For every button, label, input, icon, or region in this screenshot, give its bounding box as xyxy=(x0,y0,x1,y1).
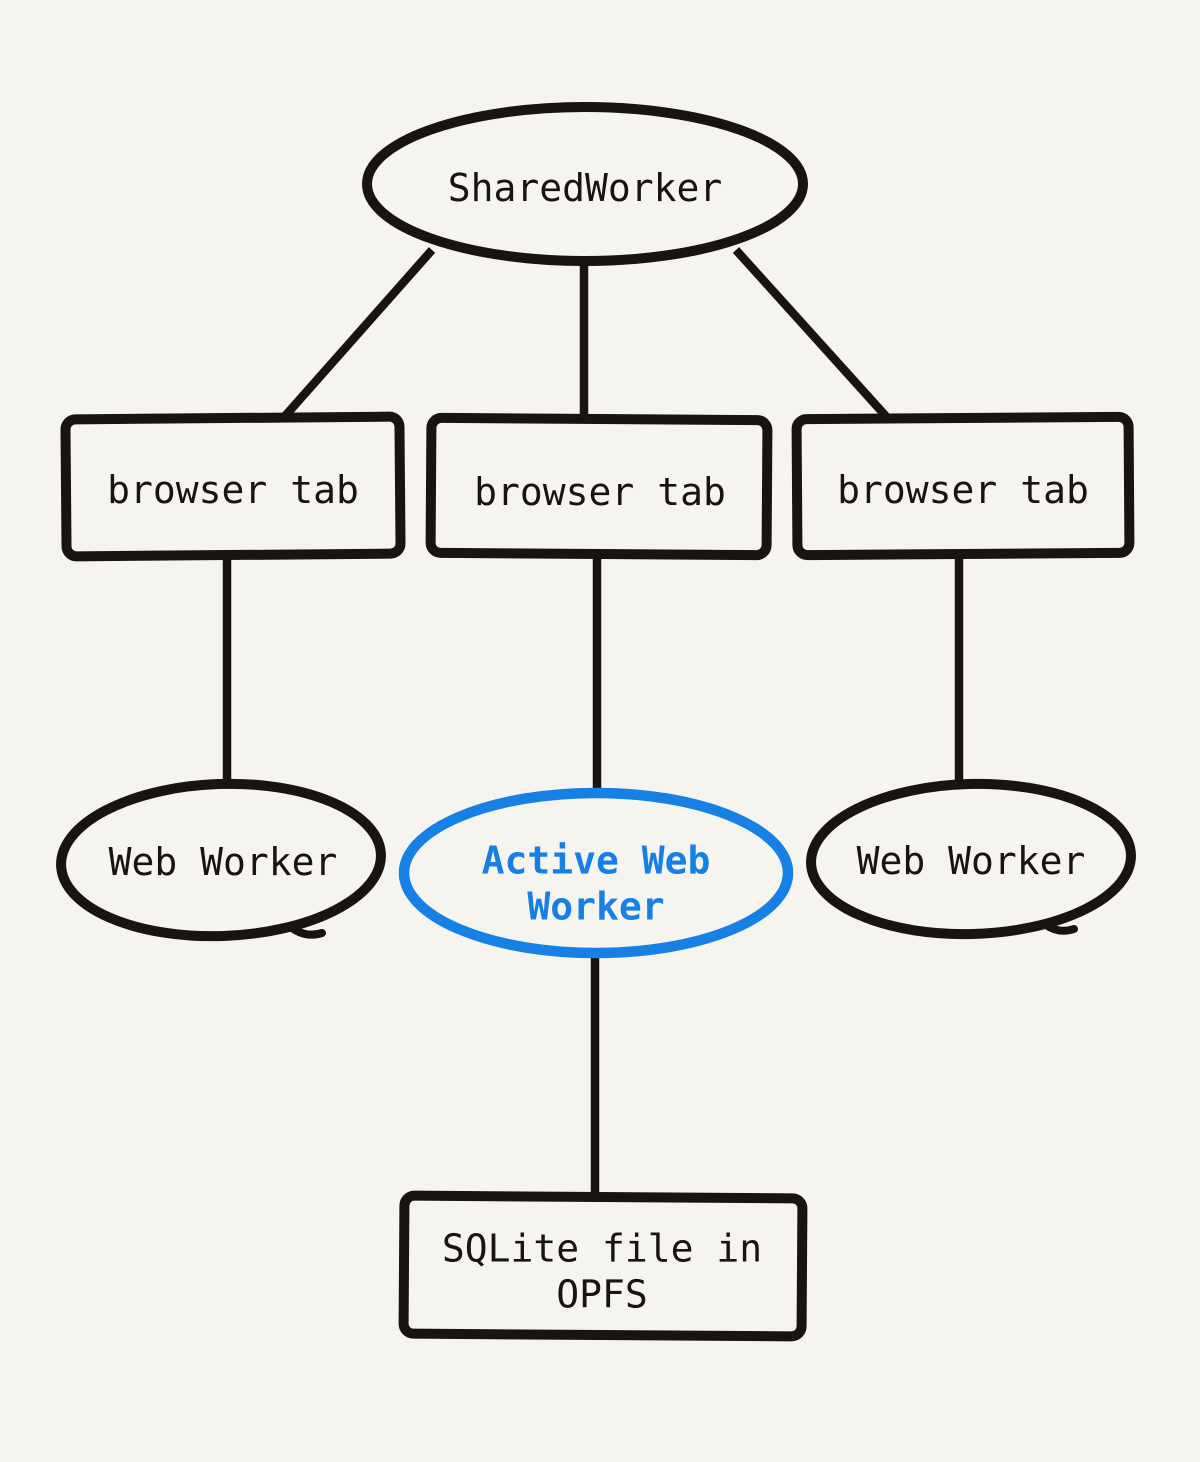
browser-tab-right-box xyxy=(791,411,1135,561)
browser-tab-left-box xyxy=(60,411,406,562)
active-web-worker-ellipse xyxy=(398,787,794,959)
pen-overlap-left xyxy=(288,924,326,939)
pen-overlap-right xyxy=(1042,921,1078,935)
browser-tab-right-label: browser tab xyxy=(837,467,1089,512)
browser-tab-middle-label: browser tab xyxy=(474,469,726,514)
sqlite-file-box xyxy=(398,1190,808,1342)
shared-worker-label: SharedWorker xyxy=(447,165,723,210)
edge-sharedworker-to-tab-right xyxy=(732,247,897,427)
active-web-worker-label: Active Web Worker xyxy=(481,838,711,929)
sqlite-file-label: SQLite file in OPFS xyxy=(441,1226,763,1317)
web-worker-left-label: Web Worker xyxy=(108,839,338,884)
browser-tab-left-label: browser tab xyxy=(107,467,359,512)
shared-worker-ellipse xyxy=(362,102,808,266)
diagram-edges xyxy=(222,247,964,1205)
edge-sharedworker-to-tab-left xyxy=(274,247,436,427)
browser-tab-middle-box xyxy=(425,412,773,561)
diagram-shapes xyxy=(56,102,1136,1342)
web-worker-right-label: Web Worker xyxy=(856,838,1086,883)
web-worker-left-ellipse xyxy=(56,778,386,942)
web-worker-right-ellipse xyxy=(806,778,1136,940)
